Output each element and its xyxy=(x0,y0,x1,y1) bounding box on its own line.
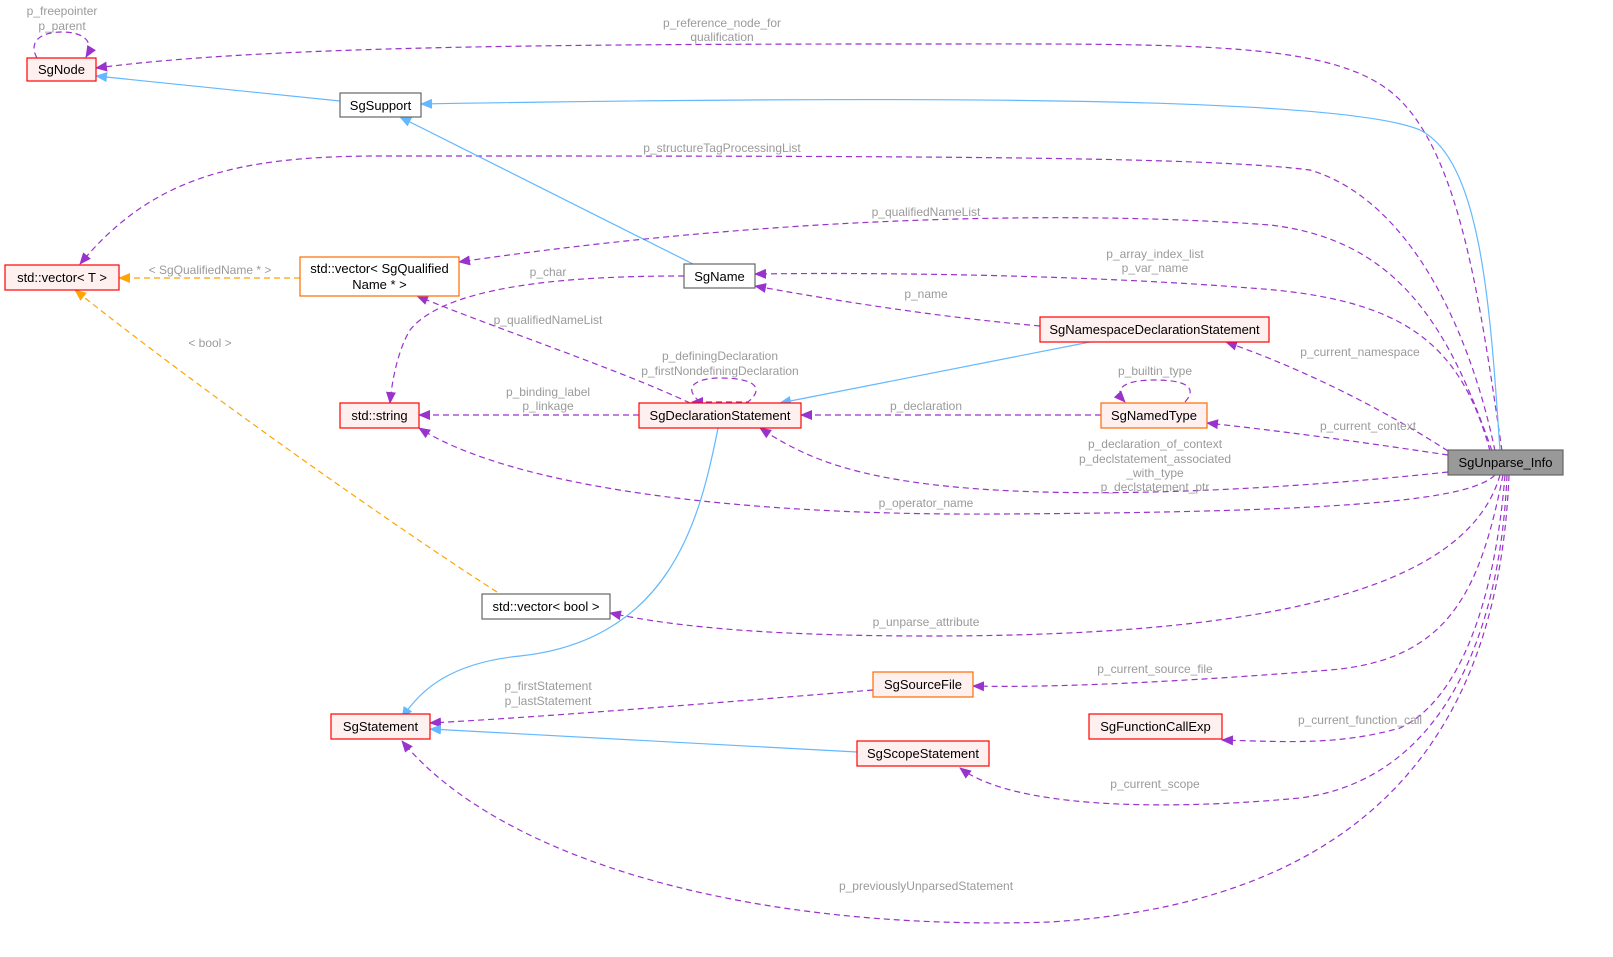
label-previously-unparsed: p_previouslyUnparsedStatement xyxy=(839,879,1014,893)
node-vector-sgqualifiedname-line2: Name * > xyxy=(352,277,407,292)
label-structure-tag: p_structureTagProcessingList xyxy=(643,141,801,155)
edge-current-context xyxy=(1206,419,1449,456)
label-qualified-name-list-top: p_qualifiedNameList xyxy=(872,205,981,219)
node-vector-t-label: std::vector< T > xyxy=(17,270,107,285)
edge-labels: p_freepointer p_parent p_reference_node_… xyxy=(27,4,1422,893)
node-sgunparse-info-label: SgUnparse_Info xyxy=(1459,455,1553,470)
label-linkage: p_linkage xyxy=(522,399,574,413)
edge-previously-unparsed xyxy=(401,474,1510,924)
edge-decl-statement-inherit xyxy=(401,427,719,719)
label-current-namespace: p_current_namespace xyxy=(1300,345,1420,359)
edge-first-last-statement xyxy=(429,689,874,728)
edge-char xyxy=(385,275,685,404)
edge-unparse-attribute xyxy=(609,474,1501,637)
edge-sgname-sgsupport xyxy=(399,116,696,266)
label-template-sgqualifiedname: < SgQualifiedName * > xyxy=(149,263,272,277)
edge-decl-self xyxy=(691,377,757,407)
node-vector-bool-label: std::vector< bool > xyxy=(493,599,600,614)
label-operator-name: p_operator_name xyxy=(879,496,974,510)
label-current-function-call: p_current_function_call xyxy=(1298,713,1422,727)
edge-sgnode-self xyxy=(33,31,96,59)
edge-reference-node xyxy=(95,43,1503,452)
node-vector-sgqualifiedname-line1: std::vector< SgQualified xyxy=(310,261,448,276)
label-declstatement-associated: p_declstatement_associated xyxy=(1079,452,1231,466)
node-vector-sgqualifiedname[interactable]: std::vector< SgQualified Name * > xyxy=(299,256,460,297)
edge-declaration-of-context xyxy=(759,427,1449,494)
node-sgsupport[interactable]: SgSupport xyxy=(339,92,422,118)
node-sgdeclarationstatement[interactable]: SgDeclarationStatement xyxy=(638,402,802,429)
edge-current-scope xyxy=(959,474,1508,806)
node-sgnamespacedeclarationstatement[interactable]: SgNamespaceDeclarationStatement xyxy=(1039,316,1270,343)
node-sgdeclarationstatement-label: SgDeclarationStatement xyxy=(650,408,791,423)
edge-qualified-name-list-top xyxy=(458,217,1493,452)
label-name: p_name xyxy=(904,287,948,301)
label-current-source-file: p_current_source_file xyxy=(1097,662,1213,676)
label-array-index-list: p_array_index_list xyxy=(1106,247,1204,261)
nodes: SgNode SgSupport std::vector< T > std::v… xyxy=(4,57,1564,767)
node-sgsourcefile[interactable]: SgSourceFile xyxy=(872,671,974,698)
edge-current-function-call xyxy=(1221,474,1506,746)
label-with-type: _with_type xyxy=(1125,466,1184,480)
node-sgnode-label: SgNode xyxy=(38,62,85,77)
label-freepointer: p_freepointer xyxy=(27,4,98,18)
label-declstatement-ptr: p_declstatement_ptr xyxy=(1101,480,1210,494)
node-sgnamedtype-label: SgNamedType xyxy=(1111,408,1197,423)
label-char: p_char xyxy=(530,265,567,279)
label-binding-label: p_binding_label xyxy=(506,385,590,399)
node-sgsourcefile-label: SgSourceFile xyxy=(884,677,962,692)
label-var-name: p_var_name xyxy=(1122,261,1189,275)
node-vector-bool[interactable]: std::vector< bool > xyxy=(481,593,611,620)
edge-array-var-name xyxy=(754,268,1491,452)
node-sgscopestatement[interactable]: SgScopeStatement xyxy=(856,740,990,767)
edge-template-bool xyxy=(74,289,498,593)
edge-qualified-name-list-mid xyxy=(416,295,691,404)
label-first-nondefining: p_firstNondefiningDeclaration xyxy=(641,364,798,378)
label-current-scope: p_current_scope xyxy=(1110,777,1200,791)
label-builtin-type: p_builtin_type xyxy=(1118,364,1192,378)
node-sgfunctioncallexp[interactable]: SgFunctionCallExp xyxy=(1088,713,1223,740)
node-sgscopestatement-label: SgScopeStatement xyxy=(867,746,979,761)
node-sgunparse-info[interactable]: SgUnparse_Info xyxy=(1447,449,1564,476)
node-sgname[interactable]: SgName xyxy=(683,263,756,289)
node-vector-t[interactable]: std::vector< T > xyxy=(4,264,120,291)
node-std-string[interactable]: std::string xyxy=(339,402,420,429)
label-reference-node-2: qualification xyxy=(690,30,753,44)
label-reference-node-1: p_reference_node_for xyxy=(663,16,781,30)
label-parent: p_parent xyxy=(38,19,86,33)
node-sgsupport-label: SgSupport xyxy=(350,98,412,113)
edge-operator-name xyxy=(418,427,1496,515)
node-sgname-label: SgName xyxy=(694,269,745,284)
node-std-string-label: std::string xyxy=(351,408,407,423)
edges xyxy=(33,31,1510,924)
node-sgnamedtype[interactable]: SgNamedType xyxy=(1100,402,1208,429)
edge-unparse-sgsupport xyxy=(420,98,1501,452)
label-template-bool: < bool > xyxy=(188,336,231,350)
label-first-statement: p_firstStatement xyxy=(504,679,592,693)
label-declaration-of-context: p_declaration_of_context xyxy=(1088,437,1223,451)
node-sgstatement[interactable]: SgStatement xyxy=(330,713,431,740)
node-sgnode[interactable]: SgNode xyxy=(26,57,97,82)
edge-current-namespace xyxy=(1225,340,1449,452)
edge-namespace-decl-inherit xyxy=(779,341,1091,406)
edge-scope-statement-inherit xyxy=(429,724,858,753)
label-defining-declaration: p_definingDeclaration xyxy=(662,349,778,363)
edge-current-source-file xyxy=(972,474,1504,692)
edge-namedtype-self xyxy=(1113,379,1191,403)
label-qualified-name-list-mid: p_qualifiedNameList xyxy=(494,313,603,327)
node-sgnamespacedeclarationstatement-label: SgNamespaceDeclarationStatement xyxy=(1049,322,1260,337)
label-last-statement: p_lastStatement xyxy=(505,694,592,708)
label-declaration: p_declaration xyxy=(890,399,962,413)
label-unparse-attribute: p_unparse_attribute xyxy=(873,615,980,629)
edge-sgsupport-sgnode xyxy=(95,72,341,102)
node-sgfunctioncallexp-label: SgFunctionCallExp xyxy=(1100,719,1211,734)
label-current-context: p_current_context xyxy=(1320,419,1417,433)
edge-name xyxy=(754,283,1041,327)
node-sgstatement-label: SgStatement xyxy=(343,719,419,734)
